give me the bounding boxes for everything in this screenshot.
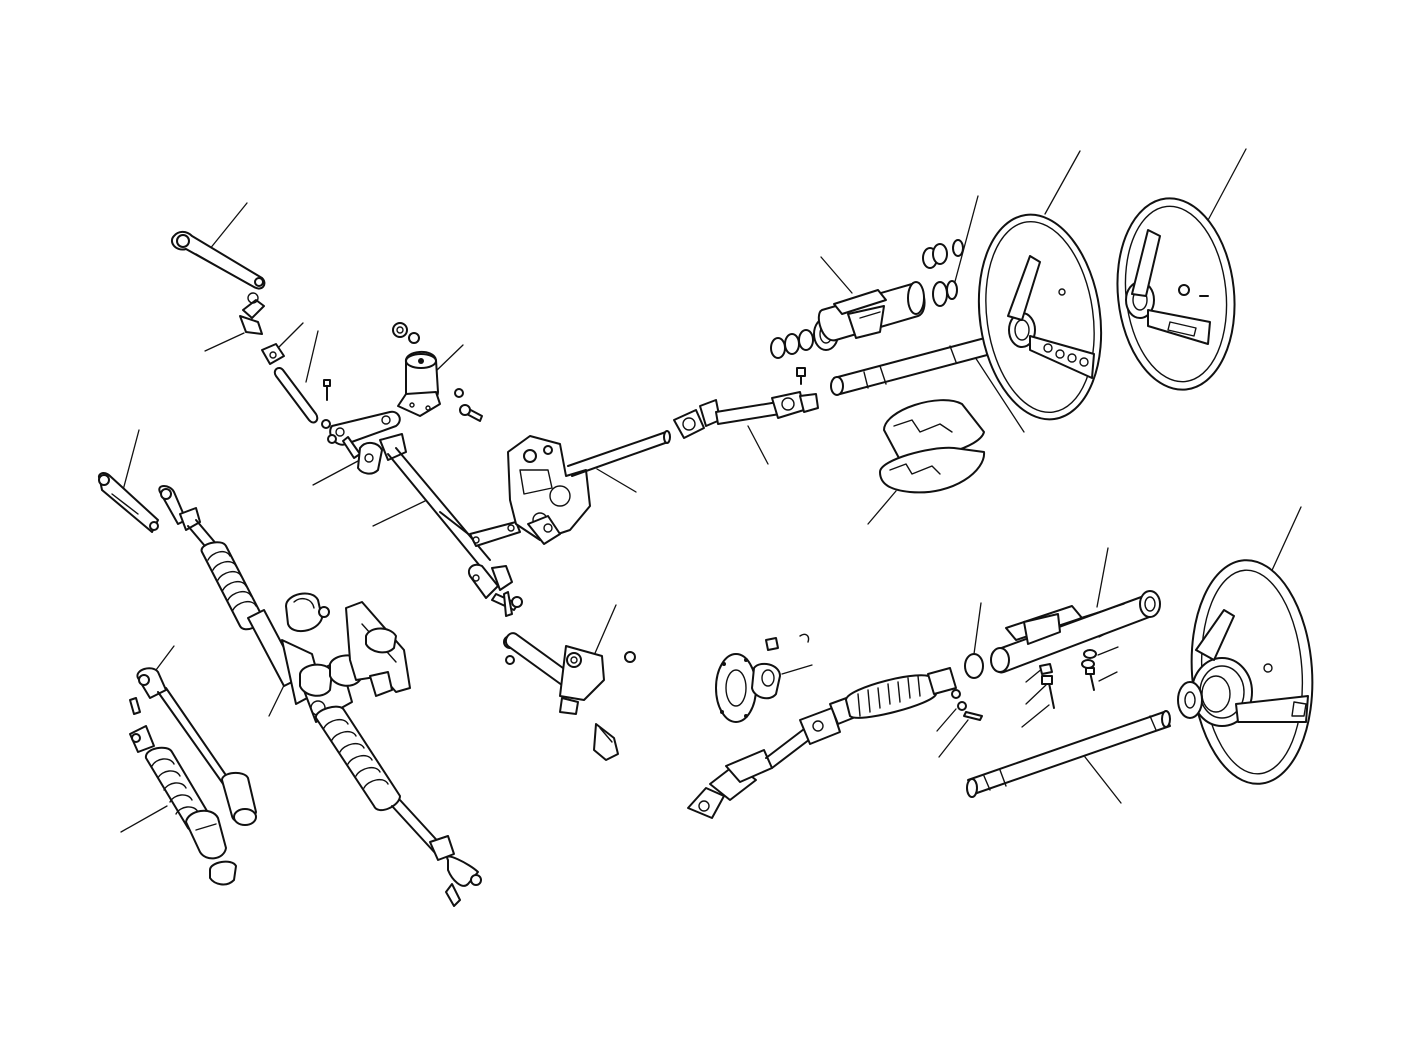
steering-wheel-late [1177, 559, 1314, 785]
lower-pitman-arm [503, 632, 636, 761]
tie-rod-end-small-upper [239, 292, 285, 365]
outer-tie-rod-assembly [129, 667, 257, 826]
intermediate-shaft [687, 695, 859, 819]
relay-rod [357, 433, 521, 567]
column-small-hardware [1039, 649, 1097, 709]
upper-universal-joint-shaft [673, 367, 819, 439]
column-shroud [879, 399, 986, 494]
inner-boot-assembly [145, 746, 237, 886]
rack-boot-right [315, 705, 401, 812]
pitman-arm-upper [170, 230, 266, 290]
flange-plate [715, 633, 810, 723]
rack-mounting-clamp-front [285, 592, 363, 697]
sleeve-tube [273, 366, 319, 424]
idler-arm [321, 410, 401, 459]
tie-rod-end-center [468, 563, 523, 617]
column-tube-late [964, 590, 1161, 679]
rack-mounting-clamp-rear [345, 601, 411, 697]
steering-wheel-slotted [1116, 197, 1236, 391]
steering-rack [158, 485, 482, 907]
upper-shaft-late [966, 710, 1171, 798]
bellows [845, 667, 983, 721]
short-lever-left [98, 472, 159, 533]
small-bolt-upper [323, 379, 331, 401]
steering-box [507, 430, 671, 545]
steering-wheel-perforated [977, 213, 1103, 421]
column-tube-bracket [817, 239, 964, 342]
idler-bracket [392, 322, 483, 422]
